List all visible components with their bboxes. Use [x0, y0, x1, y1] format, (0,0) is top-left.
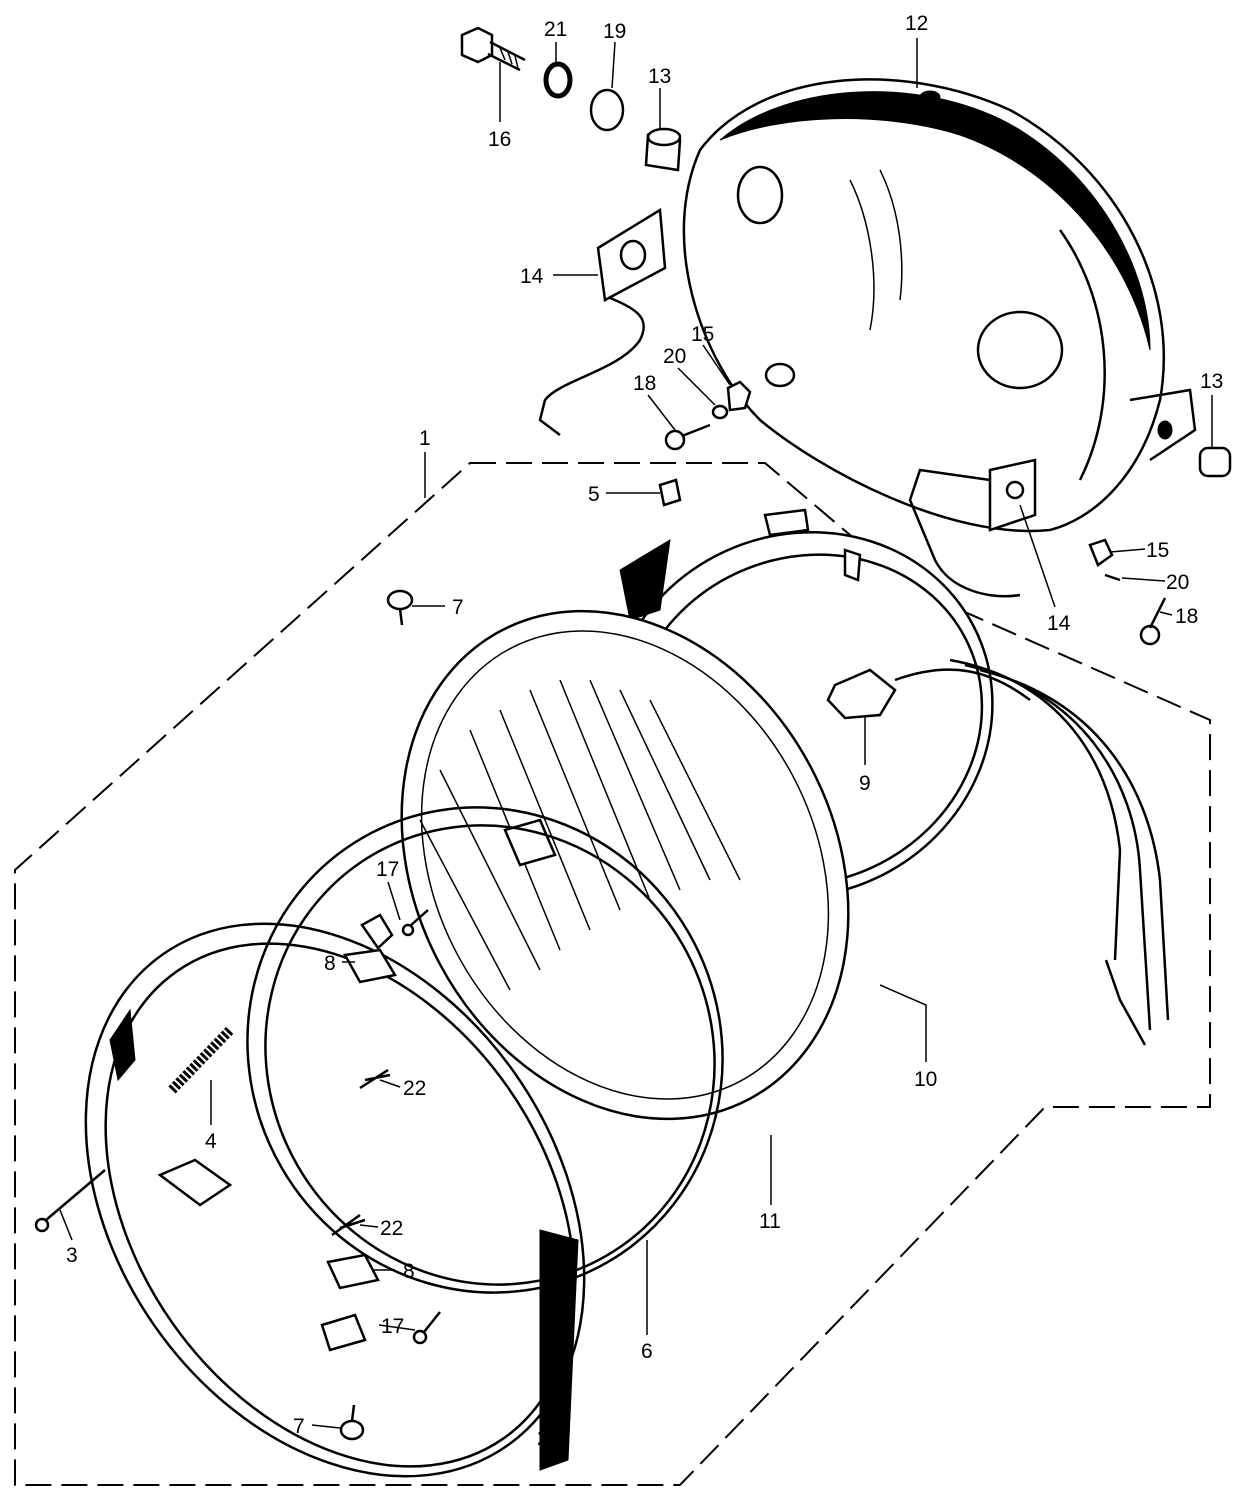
bulb-socket-9	[826, 668, 1031, 720]
nut-5	[658, 478, 682, 507]
callout-8: 8	[403, 1260, 415, 1283]
callout-20: 20	[1166, 571, 1189, 594]
callout-17: 17	[381, 1315, 404, 1338]
screw-7b	[339, 1404, 365, 1441]
bracket-14a	[538, 207, 667, 436]
plate-nut-8b	[326, 1253, 380, 1290]
callout-20: 20	[663, 345, 686, 368]
callout-5: 5	[588, 483, 600, 506]
callout-22: 22	[380, 1217, 403, 1240]
callout-21: 21	[544, 18, 567, 41]
collar-13b	[1198, 446, 1232, 478]
headlight-rim-2	[84, 922, 586, 1478]
screw-3	[34, 1169, 106, 1233]
spring-washer-20b	[1104, 573, 1121, 582]
washer-21	[543, 61, 573, 99]
callout-12: 12	[905, 12, 928, 35]
plate-nut-8a	[343, 948, 397, 984]
callout-13: 13	[648, 65, 671, 88]
leader-lines	[59, 38, 1213, 1429]
callout-10: 10	[914, 1068, 937, 1091]
callout-18: 18	[1175, 605, 1198, 628]
adjusting-spring-4	[168, 1026, 234, 1094]
callout-2: 2	[537, 1427, 549, 1450]
collar-13a	[644, 127, 682, 172]
callout-1: 1	[419, 427, 431, 450]
callout-9: 9	[859, 772, 871, 795]
callout-14: 14	[520, 265, 544, 288]
assembly-boundary	[14, 462, 1211, 1486]
spring-clip-22a	[359, 1068, 391, 1090]
nut-15b	[1088, 538, 1114, 567]
wiring-harness	[949, 658, 1170, 1046]
nut-15a	[726, 380, 752, 412]
callout-3: 3	[66, 1244, 78, 1267]
screw-18a	[664, 423, 711, 451]
callout-11: 11	[759, 1210, 781, 1233]
screw-17b	[412, 1311, 441, 1345]
washer-20a	[711, 404, 729, 420]
callout-17: 17	[376, 858, 399, 881]
callout-19: 19	[603, 20, 626, 43]
callout-18: 18	[633, 372, 656, 395]
callout-7: 7	[452, 596, 464, 619]
callouts: 12 21 19 13 16 14 15 20 18 1 5 13 15 20 …	[66, 12, 1223, 1450]
callout-13: 13	[1200, 370, 1223, 393]
bracket-14b	[908, 458, 1037, 598]
sealed-beam-unit-11	[400, 609, 850, 1121]
mounting-ring-6	[246, 806, 724, 1294]
callout-14: 14	[1047, 612, 1071, 635]
washer-19	[589, 88, 625, 132]
callout-4: 4	[205, 1130, 217, 1153]
screw-18b	[1139, 597, 1167, 646]
callout-6: 6	[641, 1340, 653, 1363]
screw-17a	[401, 909, 429, 937]
callout-15: 15	[1146, 539, 1169, 562]
callout-8: 8	[324, 952, 336, 975]
screw-7a	[386, 589, 414, 626]
headlight-case	[682, 78, 1197, 533]
callout-15: 15	[691, 323, 714, 346]
spring-clip-22b	[331, 1213, 366, 1237]
callout-22: 22	[403, 1077, 426, 1100]
bolt-16	[460, 26, 526, 72]
callout-7: 7	[293, 1415, 305, 1438]
callout-16: 16	[488, 128, 511, 151]
